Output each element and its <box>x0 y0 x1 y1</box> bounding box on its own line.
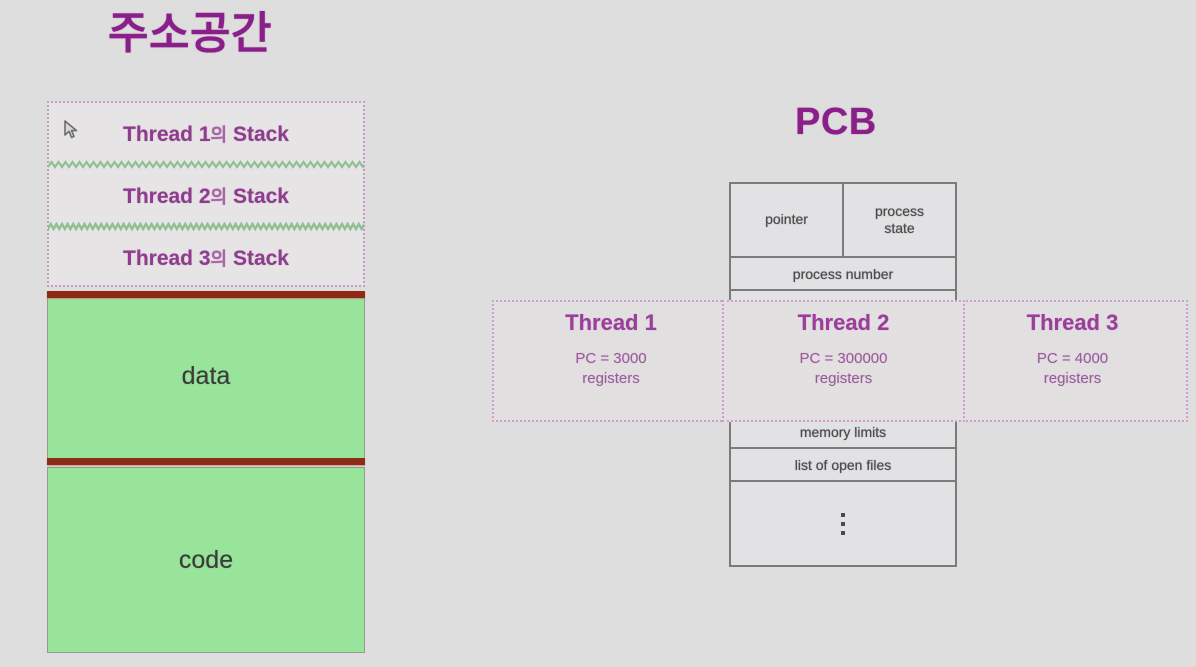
thread-stack-kind-2: Stack <box>232 185 289 208</box>
thread-box-2-detail: PC = 300000 registers <box>724 349 963 389</box>
pcb-row-memory-limits: memory limits <box>731 416 955 449</box>
thread-box-3-registers: registers <box>1043 370 1102 387</box>
thread-stack-suffix-3: 의 <box>210 249 228 269</box>
pcb-cell-process-state-line2: state <box>884 220 915 236</box>
pcb-row-process-number: process number <box>731 258 955 291</box>
thread-box-2: Thread 2 PC = 300000 registers <box>722 300 965 422</box>
thread-box-3-pc: PC = 4000 <box>1036 350 1109 367</box>
thread-box-1: Thread 1 PC = 3000 registers <box>492 300 730 422</box>
pcb-row-ellipsis <box>731 482 955 565</box>
thread-box-3-detail: PC = 4000 registers <box>959 349 1186 389</box>
ellipsis-dot <box>841 521 845 526</box>
thread-stack-row-2: Thread 2의 Stack <box>48 165 364 231</box>
memory-divider-top <box>47 291 365 298</box>
thread-stack-suffix-2: 의 <box>210 187 228 207</box>
thread-stack-row-3: Thread 3의 Stack <box>49 227 363 289</box>
stack-wave-divider-1 <box>48 160 364 169</box>
thread-stack-name-3: Thread 3 <box>123 247 211 270</box>
thread-stack-row-1: Thread 1의 Stack <box>48 103 364 169</box>
thread-stack-kind-1: Stack <box>232 123 289 146</box>
thread-stack-label-3: Thread 3의 Stack <box>123 245 289 271</box>
pcb-cell-process-state: process state <box>844 184 955 256</box>
thread-stack-name-2: Thread 2 <box>123 185 211 208</box>
memory-divider-middle <box>47 458 365 465</box>
thread-box-1-registers: registers <box>582 370 640 387</box>
stack-wave-divider-2 <box>48 222 364 231</box>
thread-box-2-pc: PC = 300000 <box>799 350 888 367</box>
thread-box-2-title: Thread 2 <box>797 310 890 335</box>
pcb-row-list-of-open-files: list of open files <box>731 449 955 482</box>
thread-stack-label-1: Thread 1의 Stack <box>123 121 289 147</box>
memory-block-code: code <box>47 467 365 653</box>
mouse-pointer-icon <box>63 120 79 140</box>
memory-block-data-label: data <box>181 361 231 390</box>
thread-box-2-registers: registers <box>814 370 873 387</box>
thread-box-3: Thread 3 PC = 4000 registers <box>957 300 1188 422</box>
thread-stack-label-2: Thread 2의 Stack <box>123 183 289 209</box>
pcb-cell-process-state-line1: process <box>874 202 925 219</box>
thread-box-3-title: Thread 3 <box>1026 310 1119 335</box>
page-title-address-space: 주소공간 <box>108 9 272 58</box>
address-space-diagram: Thread 1의 Stack Thread 2의 Stack <box>47 101 367 653</box>
thread-box-1-pc: PC = 3000 <box>575 350 647 367</box>
page-title-pcb: PCB <box>795 101 877 143</box>
pcb-row-pointer-state: pointer process state <box>731 184 955 258</box>
pcb-cell-pointer: pointer <box>731 184 844 256</box>
ellipsis-dot <box>841 512 845 517</box>
thread-stack-suffix-1: 의 <box>210 125 228 145</box>
memory-block-code-label: code <box>178 545 234 574</box>
thread-box-1-detail: PC = 3000 registers <box>494 349 728 389</box>
thread-stack-kind-3: Stack <box>232 247 289 270</box>
memory-block-data: data <box>47 291 365 461</box>
thread-stacks-group: Thread 1의 Stack Thread 2의 Stack <box>47 101 365 287</box>
ellipsis-dot <box>841 530 845 535</box>
thread-box-1-title: Thread 1 <box>565 310 657 335</box>
thread-stack-name-1: Thread 1 <box>123 123 211 146</box>
